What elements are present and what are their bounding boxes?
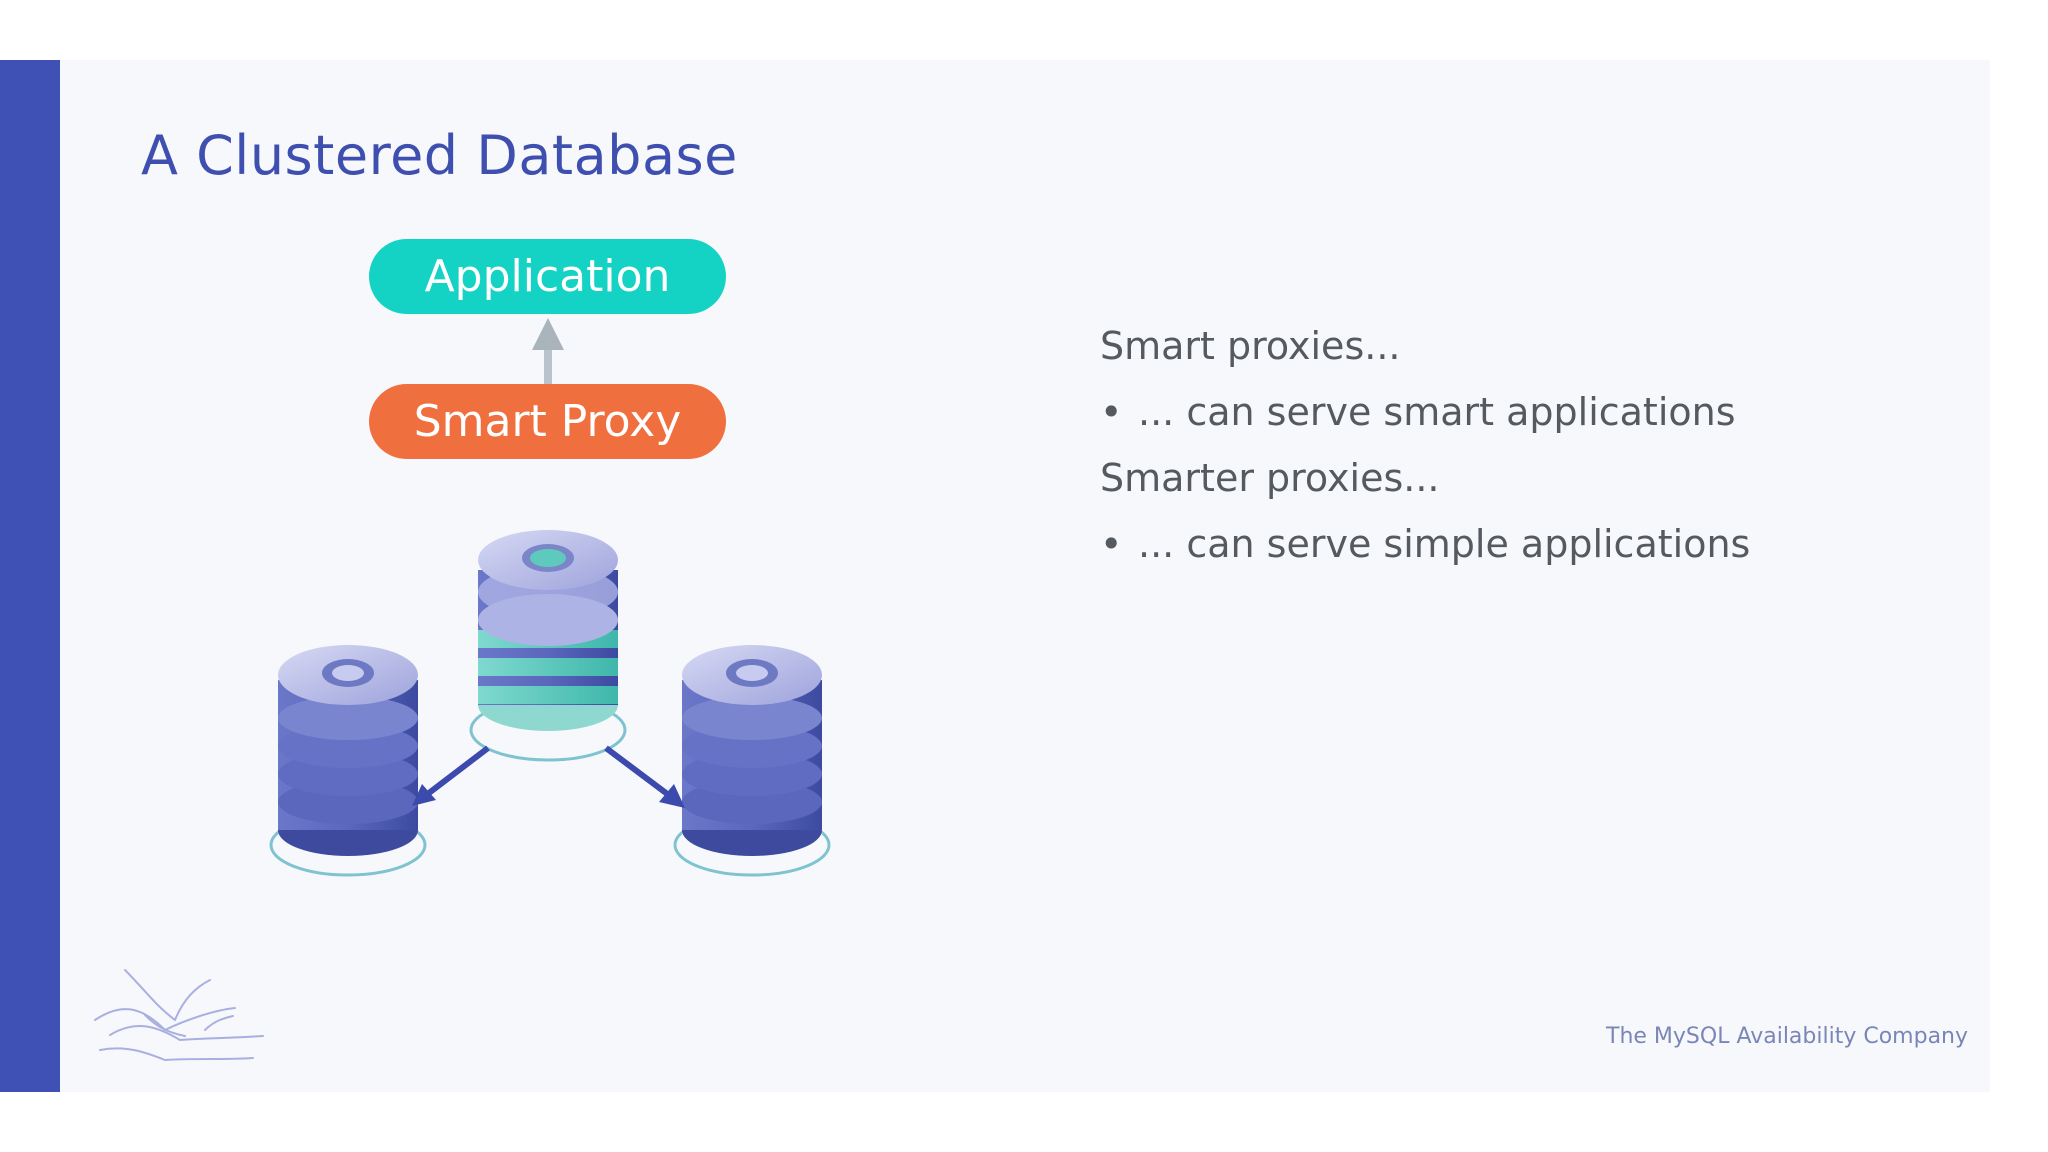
bullet-heading: Smarter proxies... — [1100, 450, 1750, 516]
slide-title: A Clustered Database — [141, 124, 738, 187]
smart-proxy-pill: Smart Proxy — [369, 384, 726, 459]
bullet-list: Smart proxies... • ... can serve smart ap… — [1100, 318, 1750, 582]
bullet-text: ... can serve smart applications — [1138, 390, 1736, 434]
bullet-text: Smarter proxies... — [1100, 456, 1440, 500]
database-icon — [673, 645, 831, 877]
bird-logo-icon — [94, 969, 264, 1062]
footer-tagline: The MySQL Availability Company — [1606, 1024, 1969, 1049]
replication-arrow-right-icon — [604, 745, 685, 808]
bullet-heading: Smart proxies... — [1100, 318, 1750, 384]
bullet-text: ... can serve simple applications — [1138, 522, 1751, 566]
bullet-dot: • — [1100, 390, 1123, 434]
slide-background — [0, 60, 1990, 1092]
cluster-diagram — [269, 318, 831, 877]
database-icon — [469, 530, 627, 762]
proxy-to-app-arrow-icon — [532, 318, 564, 384]
bullet-item: • ... can serve simple applications — [1100, 516, 1750, 582]
application-pill: Application — [369, 239, 726, 314]
database-icon — [269, 645, 427, 877]
bullet-text: Smart proxies... — [1100, 324, 1401, 368]
bullet-dot: • — [1100, 522, 1123, 566]
bullet-item: • ... can serve smart applications — [1100, 384, 1750, 450]
accent-bar — [0, 60, 60, 1092]
replication-arrow-left-icon — [412, 745, 490, 806]
